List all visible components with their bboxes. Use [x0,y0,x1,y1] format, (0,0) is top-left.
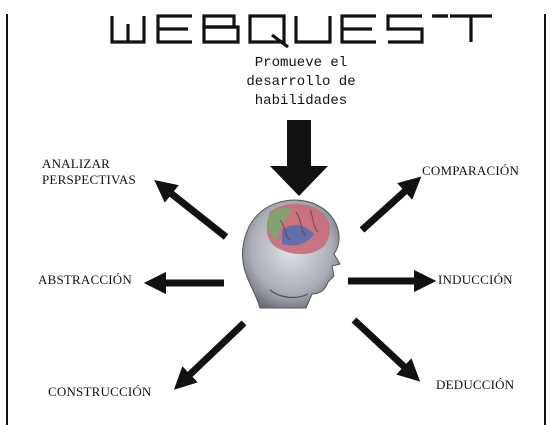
title-logo [110,14,448,49]
label-deduccion: DEDUCCIÓN [436,377,515,392]
subtitle-line: Promueve el [254,55,348,71]
arrow-icon [173,320,247,390]
label-line: ANALIZAR [42,156,111,171]
title-logo-t [450,14,492,42]
arrow-icon [270,120,328,196]
subtitle-line: desarrollo de [246,74,356,90]
label-line: PERSPECTIVAS [42,172,136,187]
arrow-icon [351,317,421,382]
left-border-line [6,14,8,425]
label-comparacion: COMPARACIÓN [422,163,520,178]
arrow-icon [359,176,422,233]
arrow-icon [154,180,229,240]
label-analizar-perspectivas: ANALIZAR PERSPECTIVAS [42,156,136,188]
subtitle-line: habilidades [254,93,348,109]
label-induccion: INDUCCIÓN [438,272,513,287]
label-construccion: CONSTRUCCIÓN [48,384,152,399]
subtitle: Promueve el desarrollo de habilidades [222,54,380,111]
brain-head-icon [242,199,341,309]
label-abstraccion: ABSTRACCIÓN [38,272,132,287]
right-border-line [544,14,546,425]
